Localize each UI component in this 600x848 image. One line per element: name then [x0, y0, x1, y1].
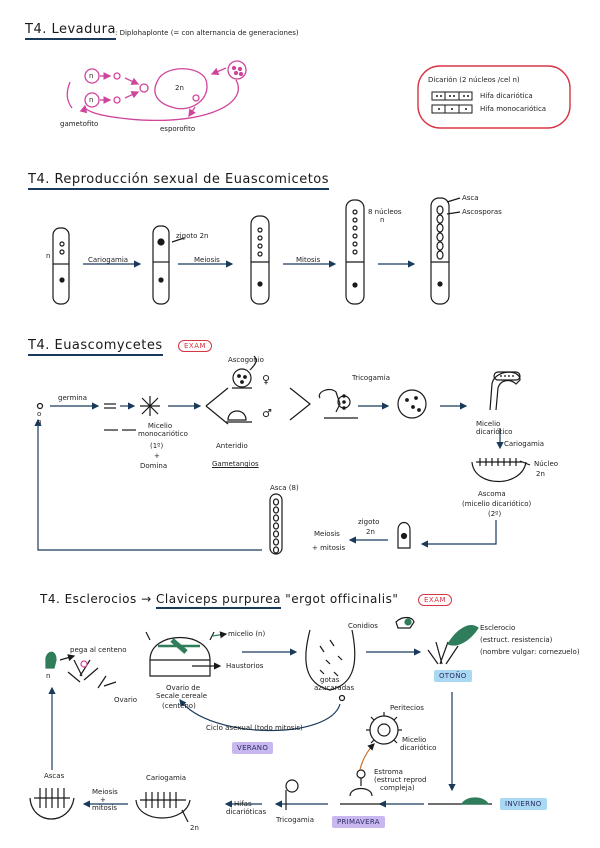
label-8-nucleos: 8 núcleos	[368, 208, 402, 216]
label-1st: (1º)	[150, 442, 164, 450]
label-2n: 2n	[175, 84, 184, 92]
section3-diagram	[34, 355, 531, 555]
legend-row-monocariotica: Hifa monocariótica	[480, 105, 547, 113]
label-ovario-de: Ovario de	[166, 684, 201, 692]
label-gametangios: Gametangios	[212, 460, 259, 468]
legend-row-dicariotica: Hifa dicariótica	[480, 92, 533, 100]
hypha-2	[152, 225, 170, 305]
label-haustorios: Haustorios	[226, 662, 264, 670]
label-compleja: compleja)	[380, 784, 415, 792]
label-ciclo-asexual: Ciclo asexual (todo mitosis)	[206, 724, 303, 732]
label-ascosporas: Ascosporas	[462, 208, 502, 216]
label-plus: +	[154, 452, 160, 460]
label-micelio-monocariotico: Micelio monocariótico	[138, 422, 188, 438]
label-estruct-resistencia: (estruct. resistencia)	[480, 636, 553, 644]
label-mitosis-4: mitosis	[92, 804, 118, 812]
label-2nd: (2º)	[488, 510, 502, 518]
label-meiosis-4: Meiosis	[92, 788, 118, 796]
label-n2: n	[89, 96, 94, 104]
label-asca: Asca	[462, 194, 479, 202]
label-meiosis: Meiosis	[314, 530, 340, 538]
label-tricogamia: Tricogamia	[352, 374, 390, 382]
label-2n: 2n	[536, 470, 545, 478]
label-cariogamia-4: Cariogamia	[146, 774, 187, 782]
asca-final	[430, 197, 450, 305]
label-germina: germina	[58, 394, 87, 402]
label-ascas: Ascas	[44, 772, 65, 780]
label-centeno: (centeno)	[162, 702, 196, 710]
label-ovario: Ovario	[114, 696, 138, 704]
label-conidios: Conidios	[348, 622, 378, 630]
label-ascogonio: Ascogonio	[228, 356, 264, 364]
label-estroma: Estroma	[374, 768, 403, 776]
label-estruct-reprod: (estruct reprod	[374, 776, 427, 784]
season-primavera: PRIMAVERA	[332, 816, 385, 828]
label-8-n: n	[380, 216, 385, 224]
section2-diagram	[52, 197, 461, 305]
section1-subtitle: : Diplohaplonte (= con alternancia de ge…	[115, 29, 299, 37]
label-micelio-dicariotico: Micelio dicariótico	[476, 420, 513, 436]
label-asca-8: Asca (8)	[270, 484, 299, 492]
label-secale-cereale: Secale cereale	[156, 692, 208, 700]
label-gotas: gotas	[320, 676, 340, 684]
label-esporofito: esporofito	[160, 125, 196, 133]
haploid-cell-top	[84, 68, 100, 84]
label-n1: n	[89, 72, 94, 80]
label-micelio-n: micelio (n)	[228, 630, 266, 638]
label-dicariotico: dicariótico	[400, 744, 437, 752]
season-invierno: INVIERNO	[500, 798, 547, 810]
label-plus-4: +	[100, 796, 106, 804]
exam-badge: EXAM	[178, 340, 213, 352]
exam-badge-2: EXAM	[418, 594, 453, 606]
section4-title: T4. Esclerocios → Claviceps purpurea "er…	[40, 592, 398, 609]
hypha-1	[52, 227, 70, 305]
label-zigoto: zigoto	[358, 518, 380, 526]
label-nucleo: Núcleo	[534, 460, 559, 468]
label-ascoma-sub: (micelio dicariótico)	[462, 500, 532, 508]
ascoma-cup	[471, 461, 527, 482]
label-cariogamia: Cariogamia	[88, 256, 129, 264]
hypha-3	[250, 215, 270, 305]
label-n: n	[46, 252, 51, 260]
label-pega-al-centeno: pega al centeno	[70, 646, 127, 654]
haploid-cell-bottom	[84, 92, 100, 108]
label-esclerocio: Esclerocio	[480, 624, 516, 632]
label-hifas-dicarioticas: dicarióticas	[226, 808, 267, 816]
hypha-4	[345, 199, 365, 305]
label-ascoma: Ascoma	[478, 490, 506, 498]
label-gametofito: gametofito	[60, 120, 99, 128]
female-symbol: ♀	[262, 373, 271, 386]
label-2n-4: 2n	[190, 824, 199, 832]
label-micelio-dic: Micelio	[402, 736, 427, 744]
label-n: n	[46, 672, 51, 680]
label-anteridio: Anteridio	[216, 442, 248, 450]
label-hifas: Hifas	[234, 800, 252, 808]
section1-diagram	[66, 60, 571, 129]
label-peritecios: Peritecios	[390, 704, 424, 712]
section1-title: T4. Levadura	[25, 22, 116, 40]
label-n: n	[37, 418, 42, 426]
label-meiosis: Meiosis	[194, 256, 220, 264]
label-domina: Domina	[140, 462, 168, 470]
section2-title: T4. Reproducción sexual de Euascomicetos	[28, 172, 330, 190]
micelio-monocariotico	[140, 396, 160, 416]
asca-8	[269, 493, 283, 555]
label-mitosis: Mitosis	[296, 256, 321, 264]
label-zigoto: zigoto 2n	[176, 232, 209, 240]
season-otono: OTOÑO	[434, 670, 472, 682]
label-o: o	[37, 410, 42, 418]
season-verano: VERANO	[232, 742, 274, 754]
legend-title: Dicarión (2 núcleos /cel n)	[428, 76, 520, 84]
section3-title: T4. Euascomycetes	[28, 338, 163, 356]
label-mitosis: + mitosis	[312, 544, 346, 552]
male-symbol: ♂	[262, 407, 272, 420]
label-azucaradas: azucaradas	[314, 684, 355, 692]
label-cariogamia: Cariogamia	[504, 440, 545, 448]
legend-box	[417, 65, 571, 129]
label-nombre-vulgar: (nombre vulgar: cornezuelo)	[480, 648, 580, 656]
label-tricogamia-4: Tricogamia	[276, 816, 314, 824]
label-zigoto-2n: 2n	[366, 528, 375, 536]
